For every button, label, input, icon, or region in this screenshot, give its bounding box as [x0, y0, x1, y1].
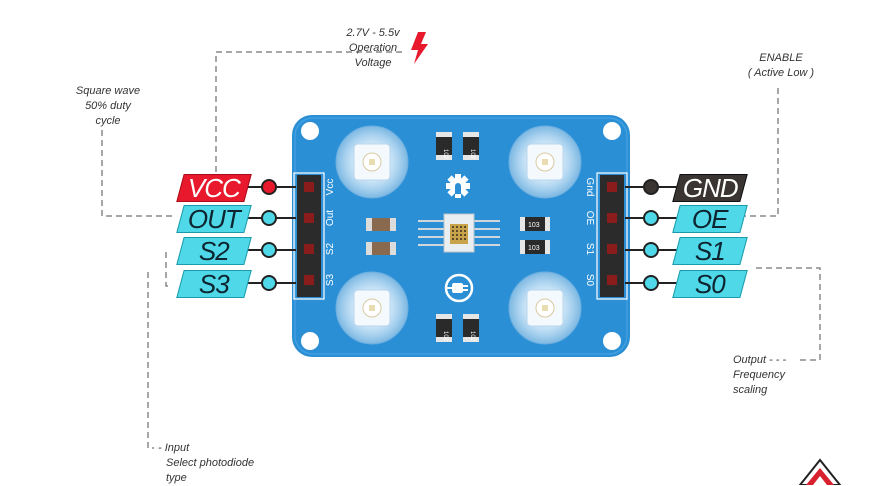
header-label-s3: S3 — [325, 273, 336, 286]
pin-text: OUT — [188, 203, 240, 234]
mounting-hole — [301, 122, 319, 140]
pin-text: S0 — [695, 268, 725, 299]
square-wave-leader — [101, 130, 176, 217]
input-leader — [147, 272, 154, 449]
led-top-left — [335, 125, 409, 199]
leader-lines — [101, 51, 821, 449]
pin-label-s3: S3 — [176, 268, 252, 299]
note-line: scaling — [733, 384, 768, 396]
led-bottom-left — [335, 271, 409, 345]
resistors-right: 103 103 — [520, 217, 550, 254]
header-label-vcc: Vcc — [325, 179, 336, 196]
pin-text: VCC — [188, 172, 240, 203]
pin-text: OE — [692, 203, 728, 234]
resistor-label: 102 — [469, 331, 475, 342]
header-label-s2: S2 — [325, 242, 336, 255]
mounting-hole — [603, 122, 621, 140]
mounting-hole — [301, 332, 319, 350]
note-line: Output - - - — [733, 354, 787, 366]
enable-note: ENABLE ( Active Low ) — [736, 51, 826, 81]
header-label-out: Out — [325, 210, 336, 226]
resistor-label: 103 — [528, 222, 540, 229]
header-left: Vcc Out S2 S3 — [293, 172, 336, 300]
resistor-pair-top: 102 102 — [436, 132, 479, 160]
pin-label-s1: S1 — [672, 235, 748, 266]
output-scaling-leader — [756, 267, 821, 361]
power-plug-icon — [444, 273, 474, 303]
note-line: Select photodiode — [166, 457, 255, 469]
brand-logo-icon — [798, 458, 842, 485]
square-wave-note: Square wave 50% duty cycle — [72, 84, 144, 129]
resistor-label: 103 — [528, 245, 540, 252]
pin-label-s2: S2 — [176, 235, 252, 266]
pin-label-oe: OE — [672, 203, 748, 234]
resistor-label: 102 — [442, 149, 448, 160]
note-line: Frequency — [733, 369, 785, 381]
header-label-s0: S0 — [584, 274, 595, 287]
note-line: Square wave — [75, 85, 141, 97]
note-line: 2.7V - 5.5v — [346, 27, 400, 39]
mounting-hole — [603, 332, 621, 350]
header-label-oe: OE — [584, 211, 595, 226]
note-line: ( Active Low ) — [747, 67, 815, 79]
resistor-label: 102 — [469, 149, 475, 160]
lightning-icon — [411, 32, 428, 64]
input-bracket — [165, 252, 172, 287]
pin-label-s0: S0 — [672, 268, 748, 299]
note-line: 50% duty — [85, 100, 131, 112]
note-line: cycle — [95, 115, 121, 127]
sensor-board: 102 102 102 102 — [292, 115, 630, 357]
header-label-gnd: Gnd — [584, 178, 595, 197]
note-line: - Input — [158, 442, 190, 454]
right-pin-connectors — [625, 179, 680, 291]
pin-text: GND — [682, 172, 738, 203]
capacitors-left — [366, 218, 396, 255]
note-line: ENABLE — [759, 52, 803, 64]
note-line: Operation — [348, 42, 398, 54]
left-pin-connectors — [244, 179, 296, 291]
pin-label-vcc: VCC — [176, 172, 252, 203]
pin-text: S2 — [199, 235, 229, 266]
pin-label-out: OUT — [176, 203, 252, 234]
gear-logo-icon — [446, 174, 470, 198]
pin-text: S1 — [695, 235, 725, 266]
resistor-label: 102 — [442, 331, 448, 342]
header-label-s1: S1 — [584, 243, 595, 256]
led-top-right — [508, 125, 582, 199]
pin-text: S3 — [199, 268, 229, 299]
pin-label-gnd: GND — [672, 172, 748, 203]
sensor-chip — [418, 213, 500, 253]
voltage-note: 2.7V - 5.5v Operation Voltage — [338, 26, 408, 71]
note-line: type — [166, 472, 187, 484]
output-scaling-note: Output - - - Frequency scaling — [733, 353, 786, 398]
input-select-note: - Input Select photodiode type — [158, 441, 254, 486]
resistor-pair-bottom: 102 102 — [436, 314, 479, 342]
header-right: Gnd OE S1 S0 — [584, 172, 628, 300]
led-bottom-right — [508, 271, 582, 345]
voltage-leader — [215, 51, 402, 172]
note-line: Voltage — [354, 57, 392, 69]
enable-leader — [744, 88, 779, 217]
